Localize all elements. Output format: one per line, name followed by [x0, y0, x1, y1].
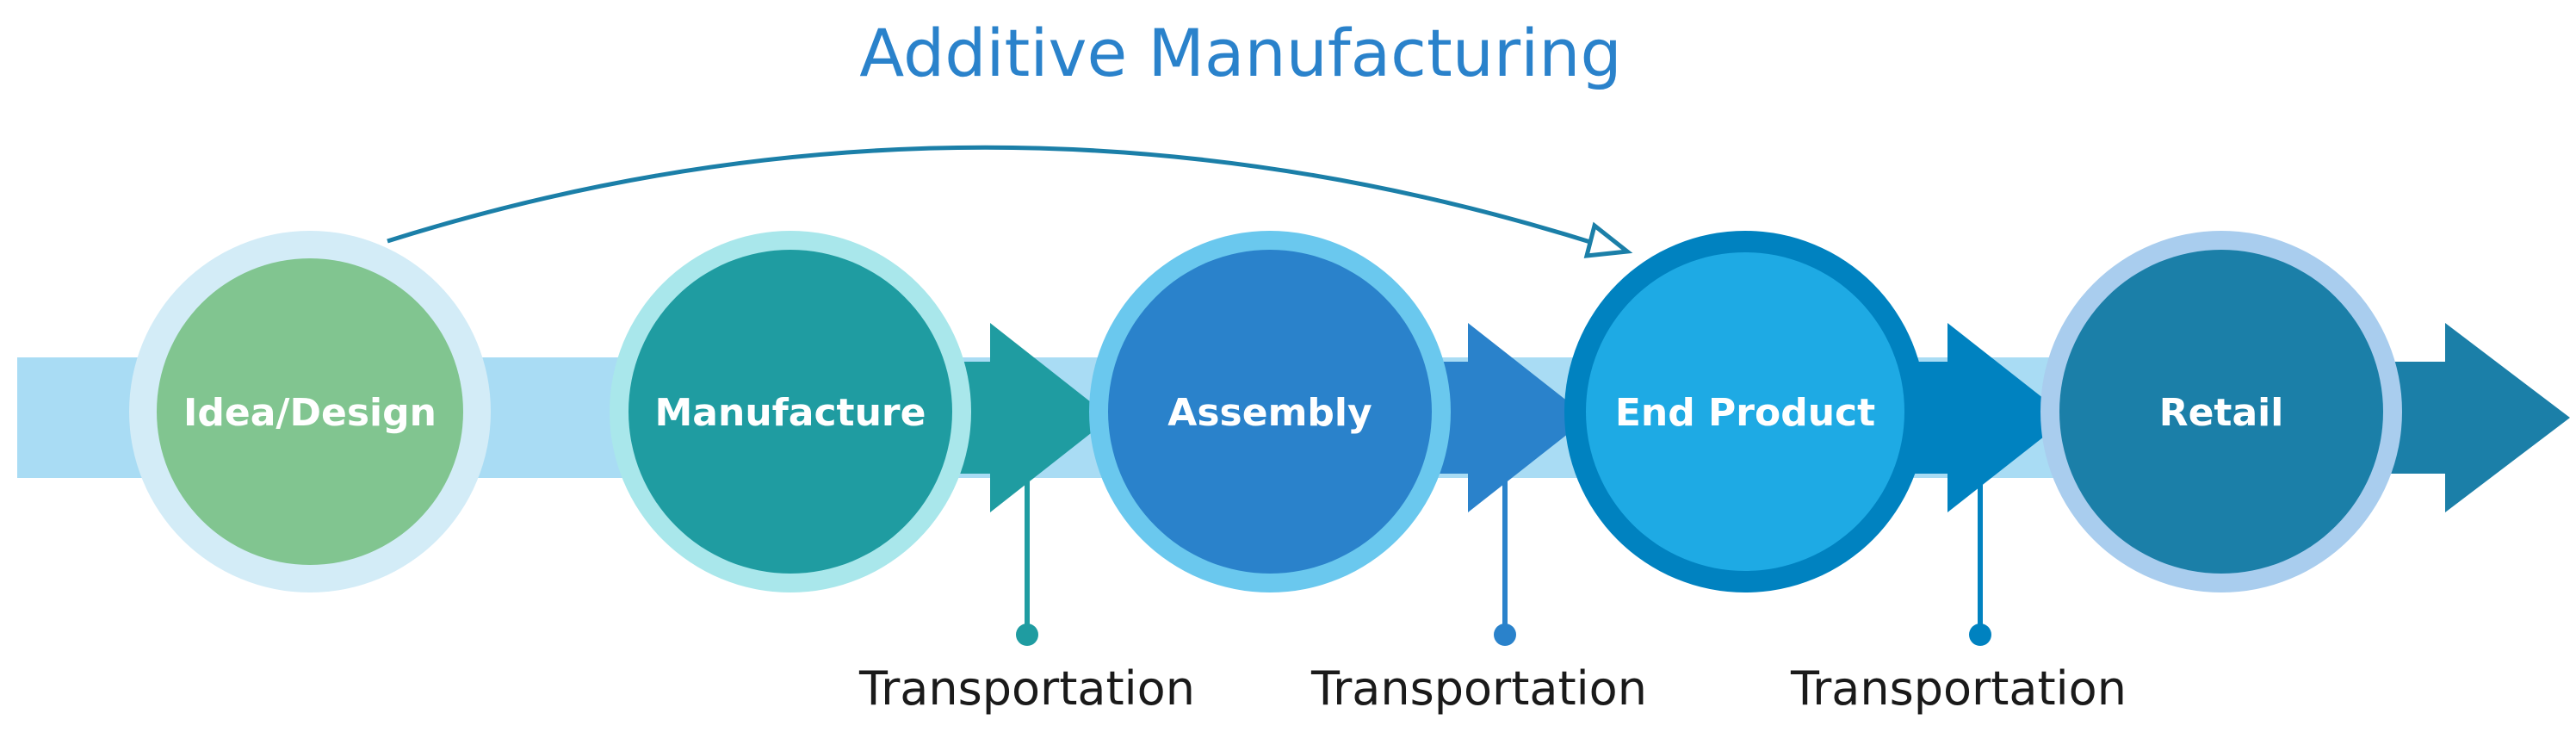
connector-dot [1969, 623, 1991, 646]
connector-dot [1494, 623, 1516, 646]
connector-dot [1016, 623, 1038, 646]
stage-label-idea-design: Idea/Design [183, 391, 437, 435]
stage-idea-design: Idea/Design [129, 231, 491, 592]
diagram-title: Additive Manufacturing [859, 15, 1621, 91]
transport-connector-1: Transportation [858, 474, 1195, 716]
stage-circle [1108, 250, 1432, 574]
stage-retail: Retail [2040, 231, 2402, 592]
transport-connector-3: Transportation [1790, 474, 2127, 716]
stage-assembly: Assembly [1089, 231, 1451, 592]
stage-circle [1586, 252, 1904, 571]
stage-manufacture: Manufacture [610, 231, 971, 592]
stage-circle [2059, 250, 2383, 574]
transport-connector-2: Transportation [1310, 474, 1647, 716]
bypass-arrowhead [1583, 221, 1633, 258]
transportation-label-2: Transportation [1310, 661, 1647, 716]
stage-label-manufacture: Manufacture [655, 391, 926, 435]
stage-label-assembly: Assembly [1167, 391, 1372, 435]
stage-circle [629, 250, 952, 574]
transportation-label-3: Transportation [1790, 661, 2127, 716]
stage-circle [157, 258, 463, 565]
stage-label-retail: Retail [2159, 391, 2284, 435]
stage-end-product: End Product [1564, 231, 1926, 592]
flow-arrow-4 [2342, 323, 2570, 512]
transportation-label-1: Transportation [858, 661, 1195, 716]
bypass-curve-arrow [387, 145, 1602, 248]
stage-label-end-product: End Product [1615, 391, 1875, 435]
